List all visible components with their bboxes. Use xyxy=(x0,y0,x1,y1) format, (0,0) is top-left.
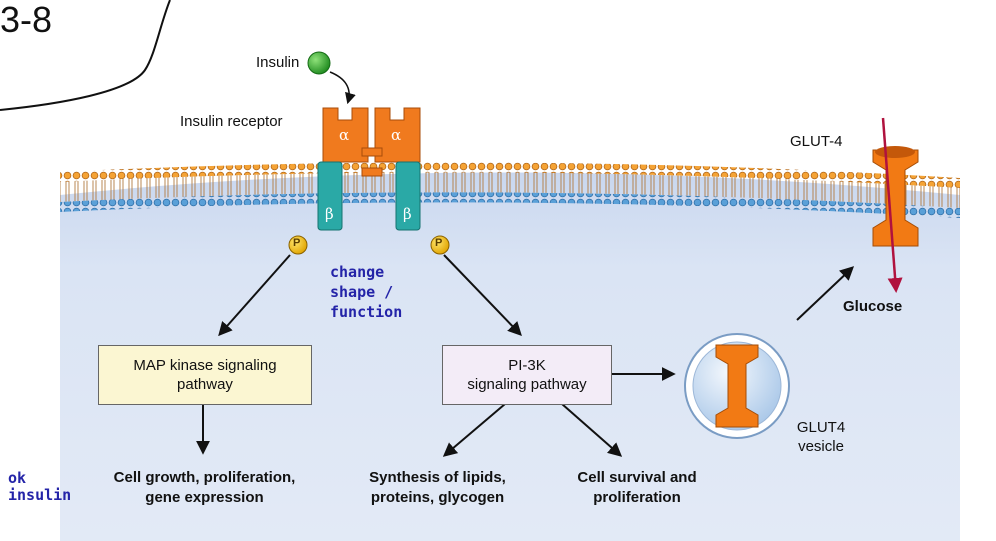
insulin-receptor-label: Insulin receptor xyxy=(180,113,283,130)
map-kinase-box: MAP kinase signaling pathway xyxy=(98,345,312,405)
cell-growth-outcome: Cell growth, proliferation, gene express… xyxy=(113,469,296,506)
phosphate-left-icon xyxy=(288,235,308,255)
corner-label: 3-8 xyxy=(0,0,53,40)
glut4-membrane-label: GLUT-4 xyxy=(790,133,843,150)
glucose-label: Glucose xyxy=(843,298,903,315)
insulin-molecule xyxy=(307,51,331,75)
insulin-receptor xyxy=(317,107,421,231)
beta-left-label: β xyxy=(325,205,334,223)
phosphate-right-icon xyxy=(430,235,450,255)
beta-right-label: β xyxy=(403,205,412,223)
pi3k-box: PI-3K signaling pathway xyxy=(442,345,612,405)
membrane-outer-heads xyxy=(60,162,960,188)
handwritten-change-shape-note: change shape / function xyxy=(330,263,403,321)
membrane-tails xyxy=(60,172,960,208)
phosphate-right-label: P xyxy=(435,237,443,249)
alpha-right-label: α xyxy=(391,126,402,144)
membrane-inner-heads xyxy=(60,192,960,218)
insulin-label: Insulin xyxy=(256,54,300,71)
corner-callout-line xyxy=(0,0,171,111)
alpha-left-label: α xyxy=(339,126,350,144)
glucose-arrow xyxy=(881,117,903,293)
glut4-vesicle-label: GLUT4 vesicle xyxy=(796,419,846,455)
synthesis-outcome: Synthesis of lipids, proteins, glycogen xyxy=(369,469,506,506)
handwritten-ok-insulin-note: ok insulin xyxy=(8,469,72,504)
phosphate-left-label: P xyxy=(293,237,301,249)
cell-survival-outcome: Cell survival and proliferation xyxy=(577,469,697,506)
